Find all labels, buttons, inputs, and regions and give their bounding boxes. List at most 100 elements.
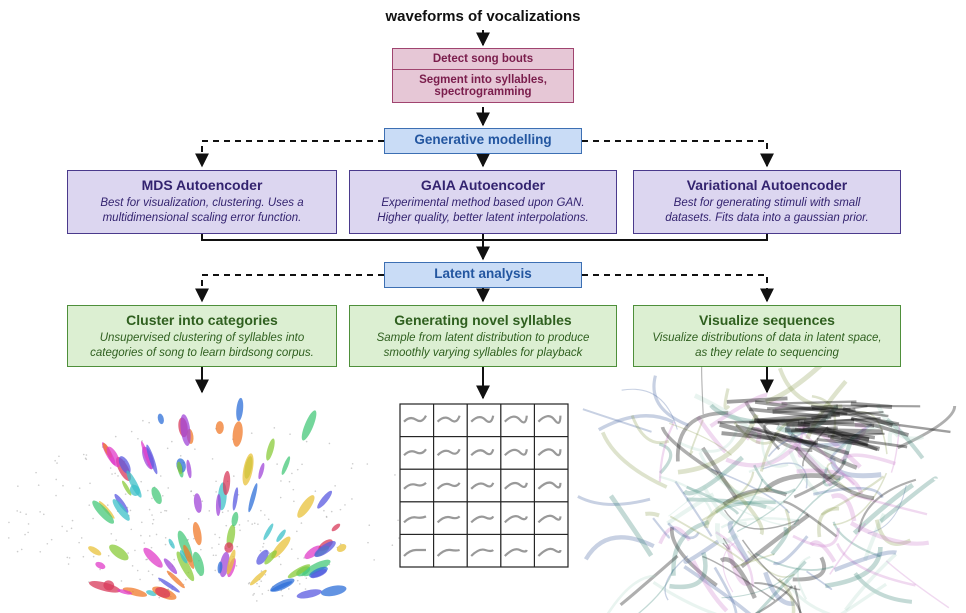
cluster-dust-point [55, 478, 58, 481]
sequence-dark-stroke [842, 406, 894, 428]
cluster-dust-point [314, 490, 317, 493]
cluster-dust-point [193, 494, 195, 497]
cluster-dust-point [298, 583, 301, 585]
sequence-stroke [714, 500, 776, 514]
sequence-dark-stroke [717, 420, 800, 424]
cluster-dust-point [159, 475, 162, 477]
syllable-spectrogram [504, 548, 528, 557]
cluster-blob [117, 589, 133, 595]
sequence-stroke [709, 393, 768, 428]
gaia-title: GAIA Autoencoder [420, 177, 546, 193]
cluster-dust-point [288, 480, 291, 483]
sequence-stroke [608, 494, 654, 557]
cluster-blob [95, 561, 106, 570]
sequence-stroke [716, 473, 764, 536]
generating-desc-2: smoothly varying syllables for playback [383, 347, 583, 359]
cluster-blob [256, 549, 269, 565]
sequence-stroke [789, 433, 858, 470]
cluster-blob [126, 470, 142, 498]
cluster-dust-point [82, 555, 85, 558]
sequence-stroke [820, 475, 885, 516]
cluster-blob [193, 493, 202, 513]
cluster-dust-point [262, 542, 265, 545]
sequence-stroke [849, 521, 930, 546]
sequence-dark-stroke [721, 431, 818, 445]
cluster-dust-point [55, 494, 57, 497]
cluster-dust-point [164, 536, 167, 539]
sequence-stroke [754, 585, 794, 613]
sequence-stroke [844, 552, 898, 611]
sequence-stroke [732, 553, 775, 569]
sequence-stroke [722, 488, 788, 506]
sequence-dark-stroke [820, 405, 868, 414]
cluster-dust-point [17, 485, 19, 487]
cluster-blob [168, 538, 175, 549]
cluster-dust-point [140, 534, 142, 537]
cluster-dust-point [290, 548, 293, 550]
cluster-dust-point [260, 509, 262, 512]
sequence-stroke [885, 560, 950, 609]
cluster-dust-point [257, 523, 259, 525]
cluster-blob [226, 524, 236, 549]
sequence-dark-stroke [754, 418, 810, 428]
cluster-dust-point [233, 475, 235, 477]
cluster-dust-point [214, 533, 216, 536]
cluster-blob [310, 569, 327, 579]
cluster-blob [287, 564, 311, 579]
cluster-blob [88, 581, 121, 593]
sequence-stroke [836, 542, 916, 587]
cluster-blob [106, 446, 121, 468]
cluster-dust-point [99, 568, 101, 571]
syllable-spectrogram [436, 515, 461, 524]
cluster-dust-point [137, 437, 139, 440]
cluster-dust-point [264, 573, 267, 576]
syllable-spectrogram [436, 482, 461, 490]
mds-title: MDS Autoencoder [141, 177, 263, 193]
cluster-blob [331, 523, 341, 532]
sequence-stroke [660, 426, 719, 476]
cluster-blob [163, 558, 178, 575]
sequence-stroke [783, 500, 838, 538]
dashed-branch-left-models [195, 140, 384, 168]
cluster-blob [270, 581, 293, 592]
cluster-blob [302, 559, 331, 577]
sequence-stroke [744, 427, 762, 445]
sequence-stroke [600, 431, 668, 489]
cluster-blob [232, 487, 239, 511]
sequence-stroke [619, 554, 679, 607]
sequence-stroke [830, 493, 857, 522]
sequence-stroke [740, 513, 810, 569]
sequence-stroke [713, 566, 738, 613]
cluster-dust-point [215, 480, 217, 483]
sequence-stroke [784, 578, 831, 613]
cluster-blob [266, 438, 275, 461]
sequence-stroke [809, 540, 837, 563]
cluster-dust-point [42, 513, 45, 516]
cluster-blob [157, 413, 164, 425]
sequence-stroke [867, 485, 907, 534]
cluster-dust-point [130, 430, 133, 433]
syllable-spectrogram [504, 481, 528, 490]
cluster-dust-point [339, 508, 342, 511]
cluster-blob [236, 397, 244, 421]
cluster-dust-point [328, 442, 331, 445]
cluster-blob [217, 561, 223, 574]
vae-desc-2: datasets. Fits data into a gaussian prio… [665, 212, 869, 224]
sequence-dark-stroke [726, 396, 788, 404]
cluster-dust-point [151, 573, 154, 576]
sequence-stroke [792, 527, 840, 548]
sequence-stroke [727, 520, 751, 563]
sequence-dark-stroke [810, 404, 889, 418]
cluster-categories-box: Cluster into categories Unsupervised clu… [67, 305, 337, 367]
cluster-dust-point [366, 463, 369, 465]
sequence-stroke [724, 500, 801, 527]
cluster-dust-point [84, 457, 87, 460]
cluster-dust-point [194, 448, 196, 450]
sequence-stroke [833, 550, 897, 573]
cluster-blob [180, 414, 191, 446]
syllable-spectrogram [470, 515, 495, 524]
sequence-stroke [793, 585, 802, 613]
sequence-stroke [857, 478, 917, 533]
cluster-dust-point [131, 565, 134, 567]
sequence-stroke [828, 423, 873, 462]
